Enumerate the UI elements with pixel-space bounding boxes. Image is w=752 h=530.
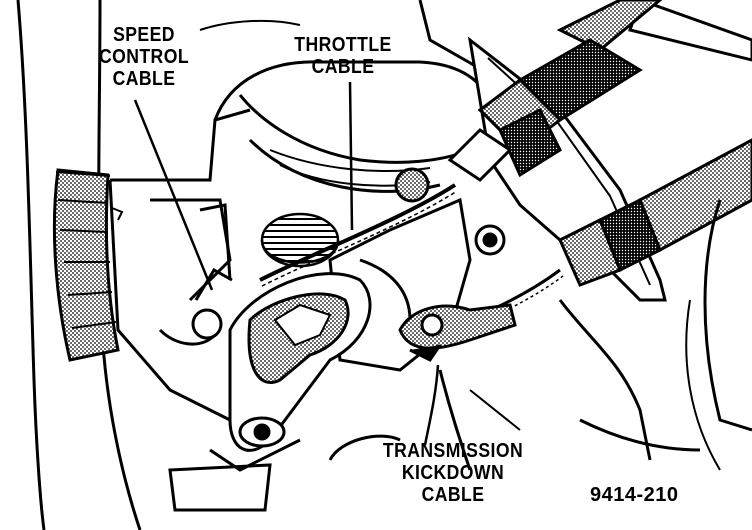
label-line: CABLE	[112, 68, 176, 90]
label-line: TRANSMISSION	[382, 440, 524, 462]
leader-kickdown	[423, 364, 440, 446]
leader-speed-control	[133, 99, 214, 291]
label-line: CONTROL	[98, 46, 190, 68]
upper-right-cables	[447, 0, 752, 287]
throttle-cam	[228, 272, 372, 452]
kickdown-lever	[398, 303, 517, 362]
leader-lines	[133, 81, 440, 446]
lower-components	[168, 369, 701, 512]
figure-id: 9414-210	[590, 484, 679, 506]
right-wall	[558, 199, 752, 471]
label-throttle-cable: THROTTLE CABLE	[289, 34, 396, 78]
label-speed-control-cable: SPEED CONTROL CABLE	[98, 24, 190, 90]
return-spring	[260, 212, 340, 268]
label-transmission-kickdown-cable: TRANSMISSION KICKDOWN CABLE	[378, 440, 528, 506]
label-line: KICKDOWN	[401, 462, 505, 484]
label-line: THROTTLE	[294, 34, 392, 56]
leader-throttle	[348, 81, 354, 231]
label-line: CABLE	[311, 56, 375, 78]
left-hose	[16, 0, 142, 530]
throttle-cable	[259, 183, 458, 287]
label-line: SPEED	[113, 24, 175, 46]
manifold-block	[108, 108, 251, 422]
label-line: CABLE	[421, 484, 485, 506]
